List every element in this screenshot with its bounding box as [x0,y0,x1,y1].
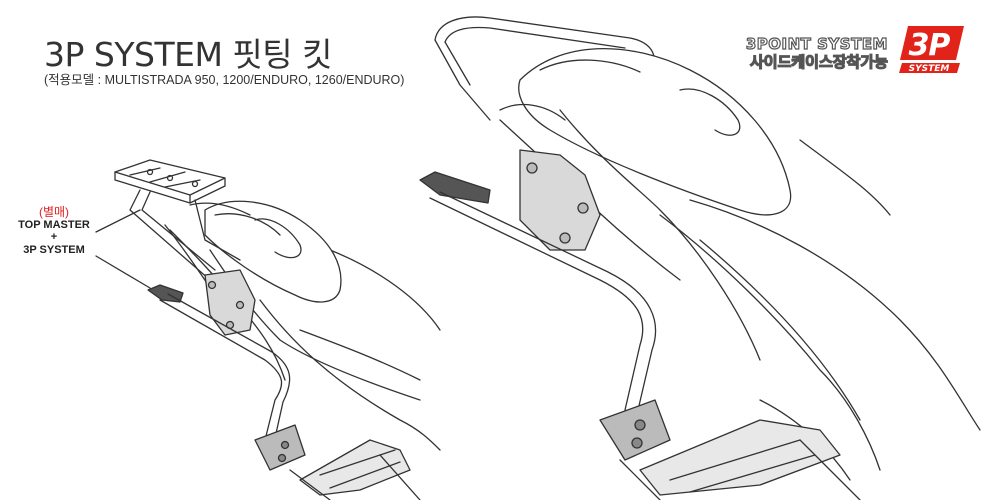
page-title: 3P SYSTEM 핏팅 킷 [44,35,332,74]
brand-tagline: 3POINT SYSTEM 사이드케이스장착가능 [745,35,888,72]
compatible-models: (적용모델 : MULTISTRADA 950, 1200/ENDURO, 12… [44,73,405,87]
right-bike-illustration [419,16,981,500]
svg-text:SYSTEM: SYSTEM [909,64,950,74]
callout-note: (별매) [38,205,70,219]
callout-top-master: TOP MASTER [18,218,90,231]
callout-plus: + [50,231,58,243]
callout-leader-lines [95,209,151,289]
left-bike-illustration [114,159,441,500]
brand-line-sidecase: 사이드케이스장착가능 [749,52,888,71]
callout-3p-system: 3P SYSTEM [23,243,85,256]
svg-text:3P: 3P [909,28,951,63]
accessory-callout: (별매) TOP MASTER + 3P SYSTEM [12,206,96,256]
brand-line-system: 3POINT SYSTEM [745,35,888,53]
3p-system-logo: 3P SYSTEM [899,26,964,74]
